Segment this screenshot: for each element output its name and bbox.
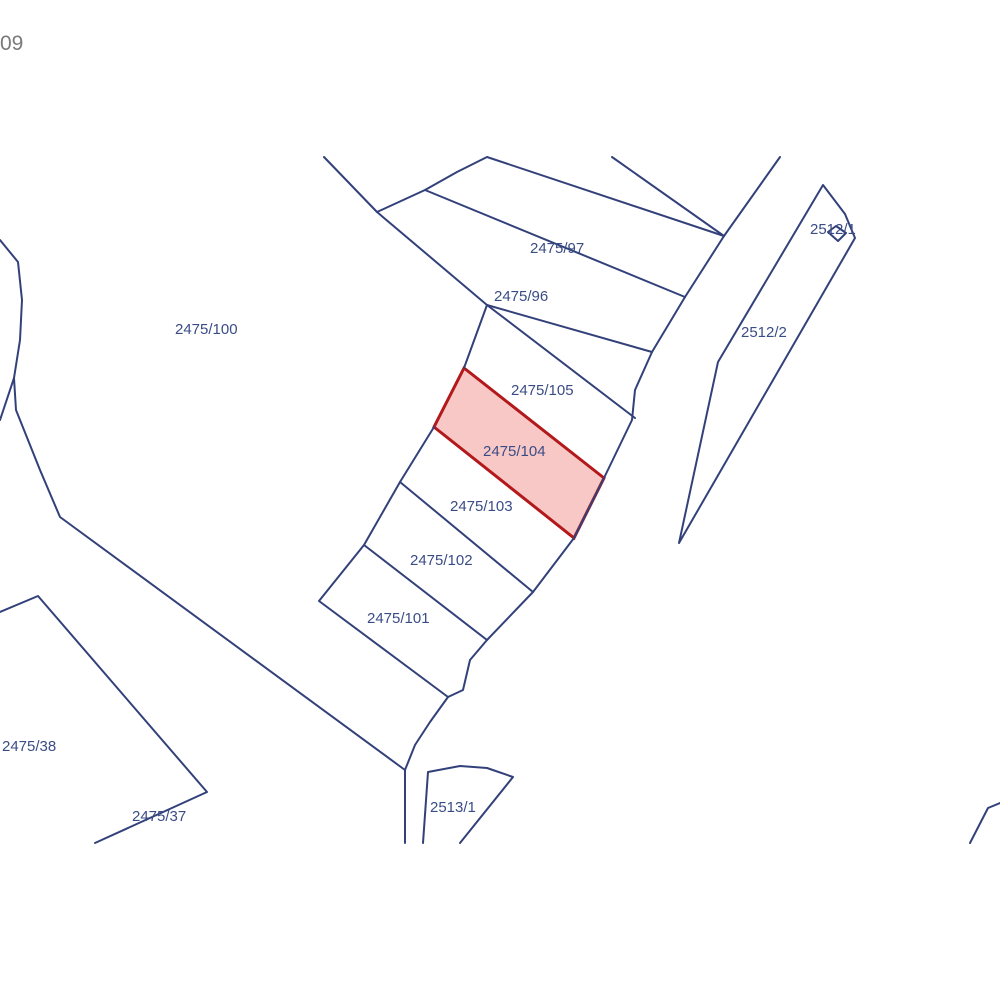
parcel-label[interactable]: 2475/97	[530, 240, 584, 257]
boundary-line	[0, 595, 208, 844]
corner-label: 09	[0, 32, 23, 55]
parcel-label[interactable]: 2475/96	[494, 288, 548, 305]
boundary-line	[323, 156, 488, 306]
parcel-label[interactable]: 2512/2	[741, 324, 787, 341]
parcel-labels: 2475/97 2475/96 2475/100 2475/105 2475/1…	[2, 221, 856, 825]
boundary-line	[678, 184, 856, 544]
boundary-line	[399, 481, 534, 593]
parcel-label[interactable]: 2475/102	[410, 552, 473, 569]
parcel-label[interactable]: 2512/1	[810, 221, 856, 238]
parcel-boundaries	[0, 156, 1000, 844]
boundary-line	[0, 377, 15, 421]
parcel-label[interactable]: 2475/37	[132, 808, 186, 825]
boundary-line	[486, 304, 636, 419]
boundary-line	[969, 802, 1000, 844]
parcel-label[interactable]: 2475/105	[511, 382, 574, 399]
parcel-label[interactable]: 2475/38	[2, 738, 56, 755]
parcel-label[interactable]: 2475/101	[367, 610, 430, 627]
parcel-label-highlighted[interactable]: 2475/104	[483, 443, 546, 460]
boundary-line	[463, 304, 488, 369]
boundary-line	[404, 696, 449, 844]
boundary-line	[424, 189, 686, 298]
boundary-line	[827, 225, 847, 242]
boundary-line	[376, 156, 725, 237]
boundary-line	[422, 765, 514, 844]
parcel-label[interactable]: 2475/103	[450, 498, 513, 515]
boundary-line	[0, 239, 406, 771]
boundary-line	[486, 304, 653, 353]
parcel-label[interactable]: 2475/100	[175, 321, 238, 338]
parcel-label[interactable]: 2513/1	[430, 799, 476, 816]
boundary-line	[363, 544, 488, 641]
boundary-line	[611, 156, 725, 237]
